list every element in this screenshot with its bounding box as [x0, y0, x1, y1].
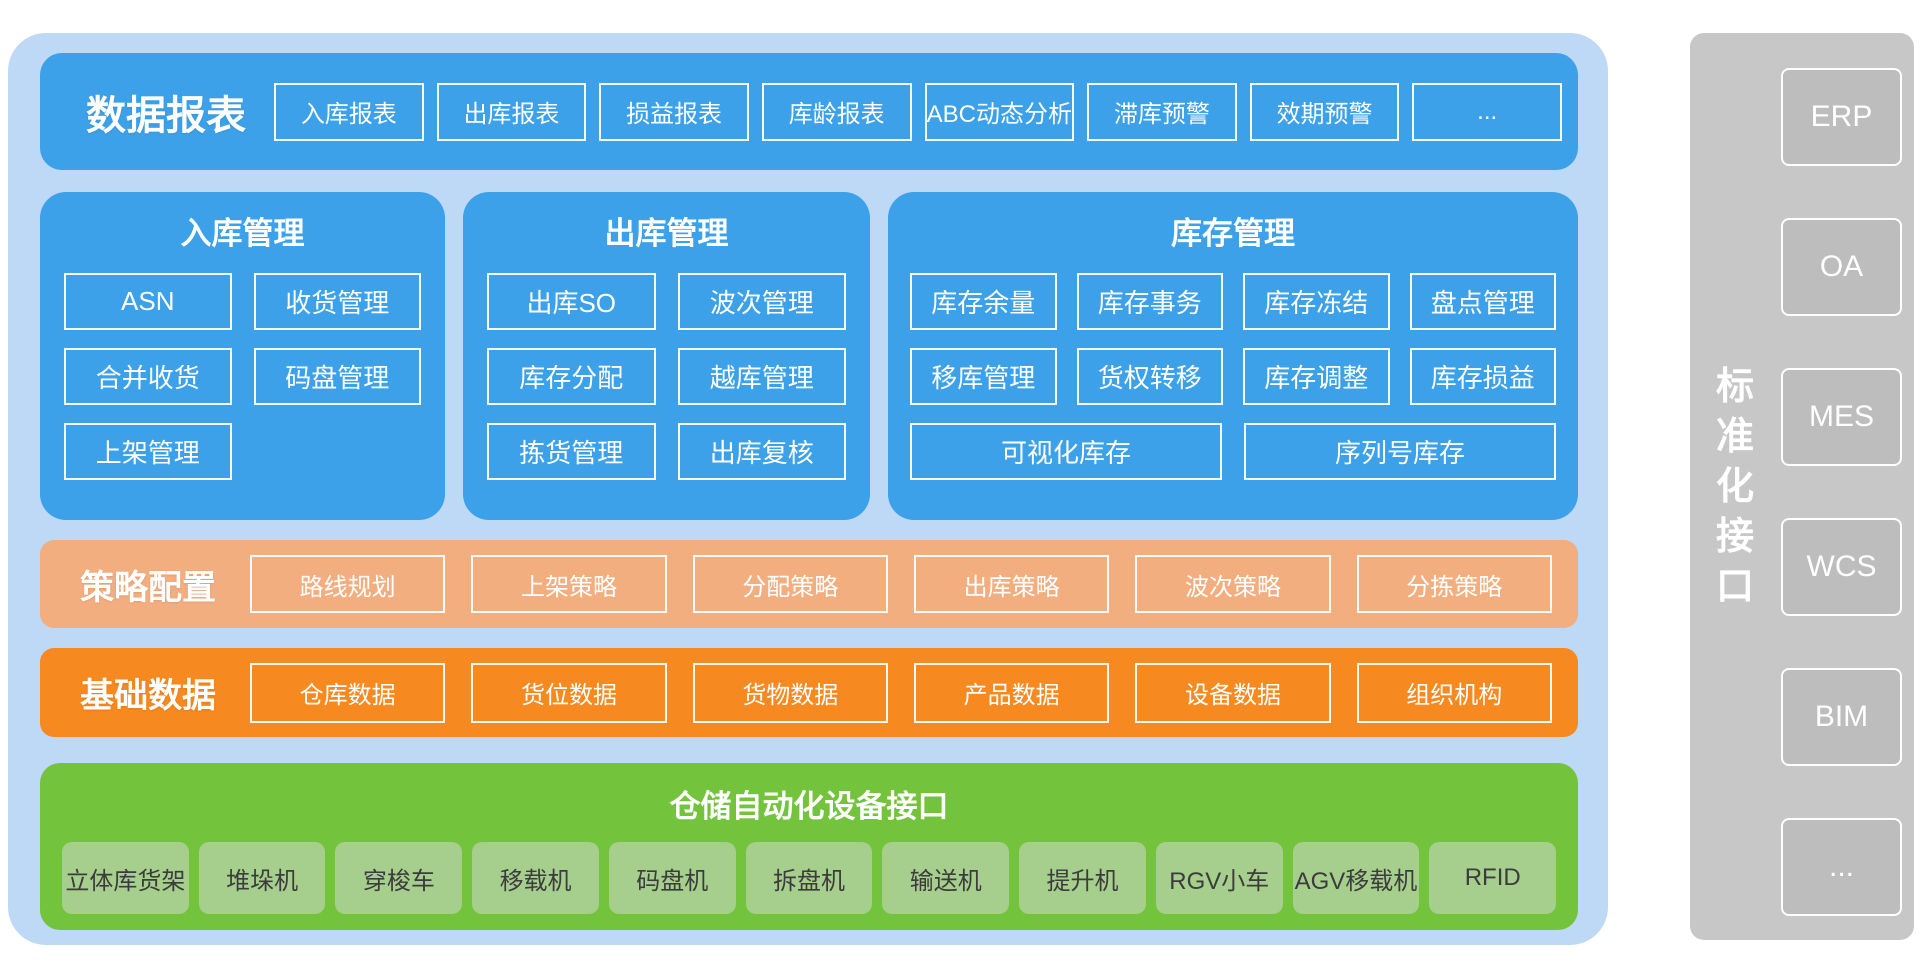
standard-interface-item: ... [1781, 818, 1902, 916]
inbound-item: 合并收货 [64, 348, 232, 405]
outbound-item: 拣货管理 [487, 423, 656, 480]
outbound-item: 库存分配 [487, 348, 656, 405]
standard-interface-item: WCS [1781, 518, 1902, 616]
report-item: 滞库预警 [1087, 82, 1237, 141]
device-item: 穿梭车 [335, 842, 463, 914]
panel-inventory-title: 库存管理 [1171, 216, 1295, 251]
panel-inbound-title: 入库管理 [180, 216, 305, 251]
report-bar-title: 数据报表 [86, 93, 246, 138]
inventory-item: 盘点管理 [1409, 273, 1556, 330]
inbound-item: 上架管理 [64, 423, 232, 480]
strategy-item: 分配策略 [692, 555, 888, 613]
standard-interface-item: MES [1781, 368, 1902, 466]
inventory-item: 移库管理 [910, 348, 1057, 405]
inventory-item: 库存损益 [1409, 348, 1556, 405]
base-data-item: 产品数据 [913, 662, 1110, 723]
standard-interface-panel: 标准化接口 ERP OA MES WCS BIM... [1690, 33, 1914, 940]
inventory-wide-item: 序列号库存 [1244, 423, 1556, 480]
base-data-item: 仓库数据 [250, 662, 446, 723]
device-item: 拆盘机 [745, 842, 873, 914]
device-item: 提升机 [1019, 842, 1146, 914]
strategy-bar-title: 策略配置 [80, 568, 216, 607]
base-data-bar-items: 仓库数据货位数据货物数据产品数据设备数据组织机构 [250, 662, 1552, 723]
inventory-item: 货权转移 [1076, 348, 1223, 405]
base-data-bar: 基础数据 仓库数据货位数据货物数据产品数据设备数据组织机构 [40, 648, 1578, 737]
device-item: 移载机 [472, 842, 599, 914]
base-data-item: 设备数据 [1135, 662, 1331, 723]
inbound-item: 码盘管理 [253, 348, 421, 405]
strategy-item: 上架策略 [471, 555, 667, 613]
outbound-item: 出库复核 [677, 423, 846, 480]
panel-outbound-items: 出库SO 波次管理库存分配越库管理拣货管理出库复核 [463, 273, 870, 480]
device-item: 堆垛机 [198, 842, 326, 914]
inbound-item: 收货管理 [253, 273, 421, 330]
inbound-item: ASN [64, 273, 232, 330]
standard-interface-title: 标准化接口 [1715, 365, 1754, 608]
standard-interface-item: BIM [1781, 668, 1902, 766]
inventory-item: 库存余量 [910, 273, 1057, 330]
panel-outbound-title: 出库管理 [604, 216, 729, 251]
report-item: 出库报表 [436, 82, 587, 141]
device-item: RFID [1429, 842, 1557, 914]
strategy-bar-items: 路线规划上架策略分配策略出库策略波次策略分拣策略 [250, 555, 1552, 613]
device-item: RGV小车 [1155, 842, 1283, 914]
strategy-item: 路线规划 [250, 555, 446, 613]
report-item: ABC动态分析 [924, 82, 1075, 141]
strategy-item: 波次策略 [1135, 555, 1331, 613]
device-item: 码盘机 [608, 842, 736, 914]
report-item: ... [1412, 82, 1562, 141]
panel-inventory-items: 库存余量库存事务库存冻结盘点管理移库管理货权转移库存调整库存损益 [888, 273, 1578, 405]
outbound-item: 越库管理 [677, 348, 846, 405]
device-item: AGV移载机 [1292, 842, 1420, 914]
inventory-item: 库存调整 [1243, 348, 1390, 405]
standard-interface-item: ERP [1781, 68, 1902, 166]
base-data-item: 组织机构 [1356, 662, 1552, 723]
report-item: 入库报表 [274, 82, 424, 141]
panel-inventory: 库存管理 库存余量库存事务库存冻结盘点管理移库管理货权转移库存调整库存损益 可视… [888, 192, 1578, 520]
inventory-wide-item: 可视化库存 [910, 423, 1222, 480]
standard-interface-items: ERP OA MES WCS BIM... [1781, 33, 1914, 916]
outbound-item: 波次管理 [677, 273, 846, 330]
panel-inbound-items: ASN 收货管理合并收货码盘管理上架管理 [40, 273, 445, 480]
strategy-item: 出库策略 [913, 555, 1110, 613]
inventory-item: 库存冻结 [1243, 273, 1390, 330]
device-item: 立体库货架 [62, 842, 189, 914]
base-data-item: 货位数据 [471, 662, 667, 723]
report-item: 损益报表 [599, 82, 749, 141]
report-item: 库龄报表 [761, 82, 912, 141]
panel-inventory-wide-items: 可视化库存序列号库存 [888, 423, 1578, 480]
base-data-item: 货物数据 [692, 662, 888, 723]
report-item: 效期预警 [1249, 82, 1400, 141]
base-data-bar-title: 基础数据 [80, 677, 216, 715]
device-item: 输送机 [882, 842, 1010, 914]
inventory-item: 库存事务 [1076, 273, 1223, 330]
panel-outbound: 出库管理 出库SO 波次管理库存分配越库管理拣货管理出库复核 [463, 192, 870, 520]
strategy-bar: 策略配置 路线规划上架策略分配策略出库策略波次策略分拣策略 [40, 540, 1578, 628]
outbound-item: 出库SO [487, 273, 656, 330]
standard-interface-item: OA [1781, 218, 1902, 316]
strategy-item: 分拣策略 [1356, 555, 1552, 613]
device-interface-title: 仓储自动化设备接口 [669, 789, 949, 824]
panel-inbound: 入库管理 ASN 收货管理合并收货码盘管理上架管理 [40, 192, 445, 520]
